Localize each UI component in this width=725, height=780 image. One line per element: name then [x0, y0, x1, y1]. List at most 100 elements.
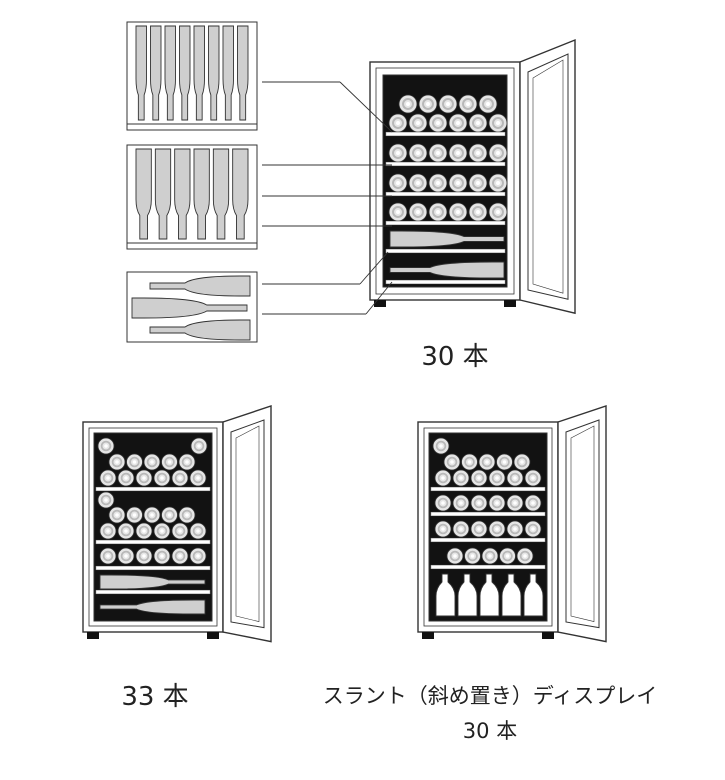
- bottle-end-ring: [111, 456, 123, 468]
- bottle-end-ring: [138, 550, 150, 562]
- bottle-end-ring: [193, 440, 205, 452]
- bottle-end-icon: [488, 520, 506, 538]
- bottle-end-ring: [452, 117, 464, 129]
- bottle-end-icon: [117, 547, 135, 565]
- bottle-end-icon: [438, 94, 458, 114]
- bottle-end-ring: [437, 472, 449, 484]
- shelf-bar: [430, 486, 546, 492]
- cabinet-door-glass: [565, 419, 600, 629]
- bottle-end-center: [167, 513, 172, 517]
- upright-bottle: [150, 25, 162, 121]
- bottle-end-icon: [499, 547, 516, 565]
- bottle-end-ring: [452, 147, 464, 159]
- bottle-end-icon: [446, 547, 464, 565]
- bottle-end-icon: [117, 522, 135, 540]
- upright-bottle: [193, 148, 210, 240]
- bottle-end-center: [485, 460, 489, 464]
- bottle-end-icon: [97, 491, 115, 509]
- bottle-end-center: [196, 554, 200, 558]
- bottle-end-center: [496, 181, 500, 185]
- bottle-end-ring: [472, 117, 484, 129]
- caption-left-capacity: 33 本: [121, 682, 189, 712]
- bottle-end-center: [476, 151, 480, 155]
- bottle-end-ring: [472, 206, 484, 218]
- bottle-end-icon: [428, 202, 448, 222]
- bottle-end-ring: [502, 550, 513, 562]
- bottle-end-ring: [412, 206, 424, 218]
- bottle-end-ring: [138, 525, 150, 537]
- bottle-end-ring: [111, 509, 123, 521]
- bottle-end-ring: [509, 472, 521, 484]
- bottle-end-icon: [470, 520, 488, 538]
- bottle-end-ring: [442, 98, 454, 110]
- side-bottle-shape: [389, 261, 505, 279]
- bottle-end-ring: [473, 497, 485, 509]
- bottle-end-ring: [482, 98, 494, 110]
- upright-bottle: [208, 25, 220, 121]
- bottle-end-ring: [102, 550, 114, 562]
- caption-slant-display-label: スラント（斜め置き）ディスプレイ: [322, 684, 658, 708]
- bottle-end-icon: [488, 173, 508, 193]
- bottle-end-icon: [448, 143, 468, 163]
- side-bottle-shape: [149, 275, 251, 297]
- bottle-end-center: [496, 151, 500, 155]
- shelf-bar: [385, 279, 506, 285]
- bottle-end-ring: [100, 494, 112, 506]
- bottle-end-ring: [412, 147, 424, 159]
- bottle-end-ring: [481, 456, 493, 468]
- leader-line: [339, 81, 393, 133]
- bottle-end-center: [477, 476, 481, 480]
- shelf-bar: [385, 161, 506, 167]
- bottle-end-center: [416, 181, 420, 185]
- slant-display-bottle: [435, 573, 456, 617]
- side-bottle: [99, 599, 206, 615]
- bottle-end-icon: [153, 469, 171, 487]
- bottle-end-icon: [143, 506, 161, 524]
- bottle-end-center: [396, 181, 400, 185]
- bottle-end-center: [470, 554, 475, 558]
- bottle-end-center: [441, 476, 445, 480]
- bottle-end-center: [178, 476, 182, 480]
- bottle-end-ring: [156, 472, 168, 484]
- side-bottle: [389, 230, 505, 248]
- bottle-end-ring: [174, 525, 186, 537]
- leader-line: [365, 281, 393, 315]
- bottle-end-ring: [499, 456, 510, 468]
- bottle-end-ring: [492, 147, 504, 159]
- bottle-end-icon: [99, 522, 117, 540]
- bottle-end-center: [406, 102, 410, 106]
- bottle-end-center: [476, 210, 480, 214]
- bottle-end-center: [476, 181, 480, 185]
- bottle-end-icon: [452, 520, 470, 538]
- bottle-end-ring: [392, 147, 404, 159]
- bottle-end-icon: [418, 94, 438, 114]
- bottle-end-ring: [437, 497, 449, 509]
- bottle-end-center: [495, 476, 499, 480]
- slant-display-bottle: [523, 573, 544, 617]
- caption-top-capacity: 30 本: [421, 342, 489, 372]
- rack-frame: [126, 21, 258, 131]
- bottle-end-center: [513, 476, 517, 480]
- bottle-end-ring: [102, 525, 114, 537]
- bottle-end-ring: [527, 497, 539, 509]
- shelf-bar: [95, 486, 211, 492]
- bottle-end-icon: [506, 469, 524, 487]
- cabinet-foot-left: [422, 632, 434, 639]
- bottle-end-ring: [146, 456, 158, 468]
- bottle-end-ring: [446, 456, 458, 468]
- bottle-end-icon: [496, 453, 513, 471]
- bottle-end-center: [439, 444, 443, 448]
- bottle-end-center: [185, 460, 189, 464]
- upright-bottle: [164, 25, 176, 121]
- bottle-end-icon: [126, 453, 143, 471]
- bottle-end-icon: [408, 202, 428, 222]
- cabinet-door-glass: [230, 419, 265, 629]
- bottle-end-ring: [432, 177, 444, 189]
- bottle-end-icon: [171, 522, 189, 540]
- bottle-end-center: [115, 460, 119, 464]
- bottle-end-ring: [181, 456, 193, 468]
- cabinet-foot-left: [374, 300, 386, 307]
- bottle-end-center: [396, 151, 400, 155]
- bottle-end-center: [436, 121, 440, 125]
- bottle-end-icon: [189, 469, 207, 487]
